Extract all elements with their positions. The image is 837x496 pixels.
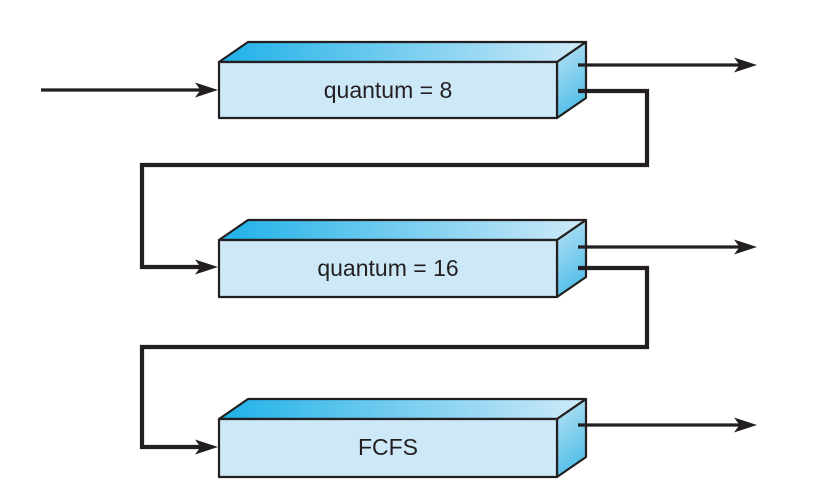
- queue-2-front-face: [217, 417, 559, 479]
- queue-2-exit-arrowhead-icon: [734, 417, 757, 433]
- feedback-0-1-line: [139, 88, 650, 270]
- queue-box-2: FCFS: [217, 397, 588, 479]
- queue-0-front-face: [217, 60, 559, 120]
- queue-0-top-face: [217, 40, 588, 64]
- queue-1-front-face: [217, 238, 559, 299]
- queue-2-exit-arrow: [578, 417, 757, 433]
- queue-0-entry-arrow: [41, 82, 218, 98]
- queue-box-0: quantum = 8: [217, 40, 588, 120]
- queue-0-exit-arrow: [578, 57, 757, 73]
- feedback-path-0-to-1: [139, 88, 650, 275]
- queue-0-entry-arrowhead-icon: [195, 82, 218, 98]
- queue-2-label: FCFS: [358, 434, 418, 460]
- queue-1-label: quantum = 16: [317, 255, 458, 281]
- feedback-1-2-line: [139, 265, 650, 450]
- queue-2-top-face: [217, 397, 588, 421]
- queue-0-label: quantum = 8: [324, 77, 453, 103]
- queue-box-1: quantum = 16: [217, 218, 588, 299]
- feedback-path-1-to-2: [139, 265, 650, 455]
- queue-0-exit-arrowhead-icon: [734, 57, 757, 73]
- queue-1-exit-arrow: [578, 239, 757, 255]
- queue-1-exit-arrowhead-icon: [734, 239, 757, 255]
- queue-2-entry-arrowhead-icon: [195, 439, 218, 455]
- queue-1-entry-arrowhead-icon: [195, 259, 218, 275]
- queue-1-top-face: [217, 218, 588, 242]
